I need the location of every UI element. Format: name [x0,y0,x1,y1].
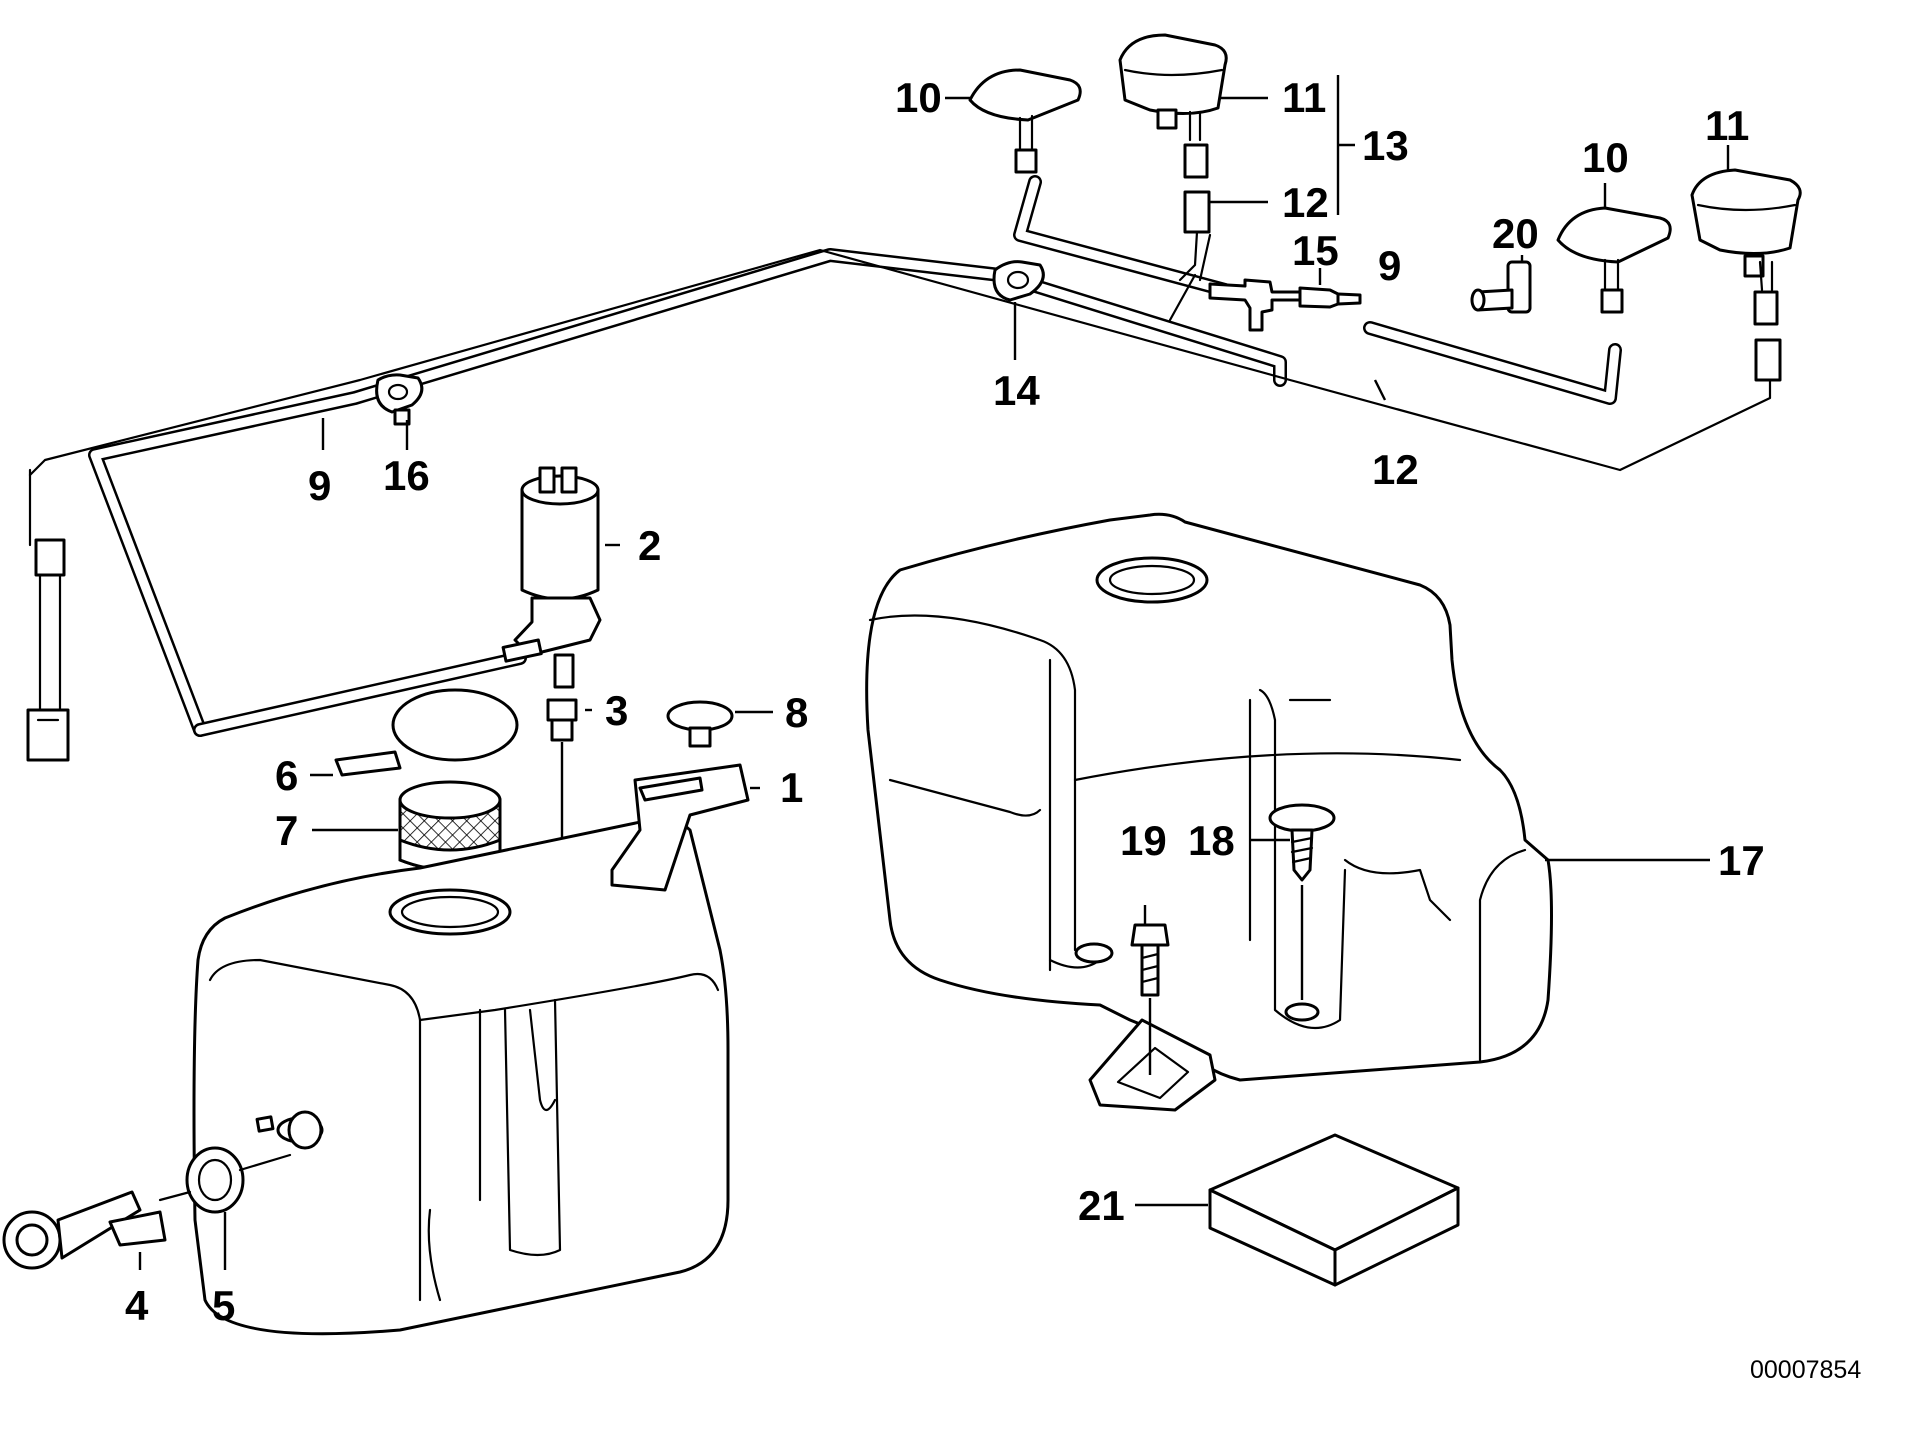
callout-4: 4 [125,1282,149,1329]
callout-2: 2 [638,522,661,569]
callout-13: 13 [1362,122,1409,169]
washer-tank [192,818,730,1336]
document-number: 00007854 [1750,1356,1861,1384]
callout-16: 16 [383,452,430,499]
callout-10-left: 10 [895,74,942,121]
mounting-nut [666,700,734,748]
callout-11-right: 11 [1705,102,1749,149]
hex-bolt [1130,923,1170,1075]
callout-8: 8 [785,689,808,736]
callout-14: 14 [993,367,1040,414]
callout-1: 1 [780,764,803,811]
callout-20: 20 [1492,210,1539,257]
washer-jet-right [1556,206,1672,314]
washer-hose-front [1013,175,1622,405]
washer-hose-main [88,248,1287,737]
filler-cap [334,688,519,777]
hose-thin-lines [28,233,1772,722]
callout-12-top: 12 [1282,179,1329,226]
washer-jet-cover-left [1118,33,1228,282]
sensor-grommet [158,1115,292,1214]
callout-17: 17 [1718,837,1765,884]
hose-clip-left [375,373,424,426]
washer-jet-left [968,68,1082,174]
callout-labels: 1 2 3 4 5 6 7 8 9 9 10 10 11 11 12 12 13… [125,74,1861,1384]
leader-lines [138,75,1730,1270]
washer-pump [501,466,602,689]
callout-21: 21 [1078,1182,1125,1229]
expanding-rivet [1268,803,1336,1000]
elbow-connector [1470,260,1532,314]
callout-12-bottom: 12 [1372,446,1419,493]
level-sensor [2,1190,167,1270]
callout-10-right: 10 [1582,134,1629,181]
callout-9-right: 9 [1378,242,1401,289]
callout-11-left: 11 [1282,74,1326,121]
hose-clip-center [992,260,1045,302]
callout-9-left: 9 [308,462,331,509]
callout-18: 18 [1188,817,1235,864]
tank-bracket [610,763,750,892]
callout-7: 7 [275,807,298,854]
washer-jet-cover-right [1690,168,1802,382]
callout-6: 6 [275,752,298,799]
callout-19: 19 [1120,817,1167,864]
callout-5: 5 [212,1282,235,1329]
t-connector [1208,278,1362,332]
wiring-connector [26,538,70,762]
callout-3: 3 [605,687,628,734]
callout-15: 15 [1292,227,1339,274]
foam-pad [1208,1133,1460,1287]
rear-washer-tank [865,512,1553,1112]
